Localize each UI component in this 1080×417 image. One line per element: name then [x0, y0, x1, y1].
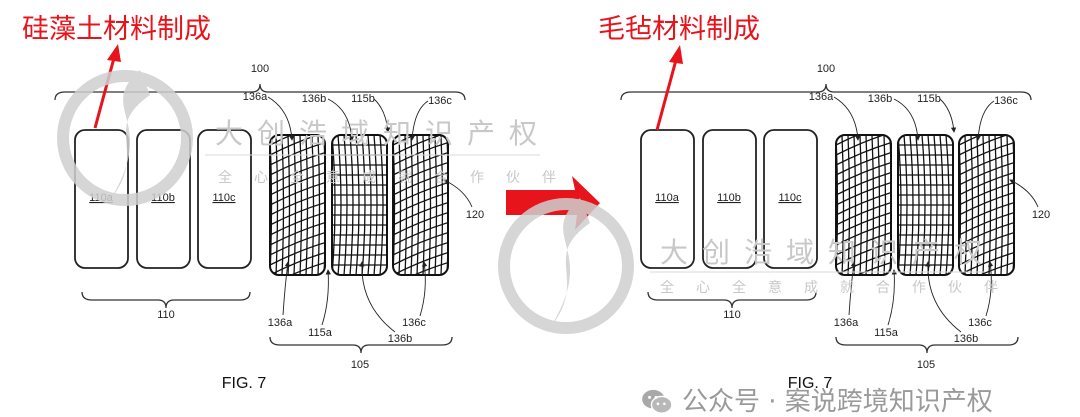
leader-line	[975, 100, 995, 141]
pad-label: 110a	[655, 192, 680, 204]
pad-label: 110c	[212, 192, 236, 204]
leader-line	[848, 261, 857, 316]
ref-110: 110	[157, 309, 175, 321]
watermark-slogan: 全心全意成就合作伙伴	[660, 279, 1020, 296]
watermark-company: 大创浩域知识产权	[660, 236, 996, 269]
bottom-ref-label: 136c	[968, 317, 992, 329]
annotation-arrowhead-left	[107, 44, 121, 62]
brace-110	[647, 291, 817, 309]
figure-caption: FIG. 7	[788, 375, 833, 392]
pad-c	[197, 129, 252, 269]
electrode-panel	[269, 134, 326, 276]
top-ref-label: 136a	[809, 91, 834, 103]
pad-c	[763, 129, 818, 269]
bottom-ref-label: 136b	[388, 333, 412, 345]
wechat-icon	[640, 389, 674, 415]
watermark-logo-icon	[57, 70, 193, 206]
leader-line	[833, 96, 861, 141]
annotation-arrowhead-right	[669, 45, 683, 64]
brace-100	[54, 83, 466, 101]
leader-line	[327, 98, 355, 141]
top-ref-label: 136a	[243, 91, 268, 103]
electrode-panel	[835, 134, 892, 276]
electrode-mesh	[898, 135, 953, 275]
figure-caption: FIG. 7	[222, 375, 267, 392]
leader-line	[443, 179, 473, 208]
wechat-account-footer: 公众号 · 案说跨境知识产权	[640, 389, 993, 415]
watermark-slogan: 全心全意成就合作伙伴	[218, 169, 578, 186]
top-ref-label: 136b	[868, 93, 892, 105]
watermark-logo-icon	[498, 198, 634, 334]
leader-line	[893, 98, 921, 141]
electrode-mesh	[332, 135, 387, 275]
pad-label: 110b	[717, 192, 741, 204]
ref-100: 100	[251, 63, 269, 75]
bottom-ref-label: 136a	[268, 317, 293, 329]
top-ref-label: 115b	[917, 93, 941, 105]
brace-105	[835, 336, 1019, 354]
annotation-diatomite: 硅藻土材料制成	[22, 14, 211, 45]
leader-line	[282, 261, 291, 316]
leader-line	[321, 269, 331, 326]
bottom-ref-label: 115a	[308, 327, 333, 339]
pad-b	[702, 129, 757, 269]
brace-110	[81, 291, 251, 309]
bottom-ref-label: 136a	[834, 317, 859, 329]
top-ref-label: 136b	[302, 93, 326, 105]
electrode-panel	[958, 134, 1015, 276]
bottom-ref-label: 136b	[954, 333, 978, 345]
leader-line	[939, 98, 957, 133]
top-ref-label: 136c	[428, 95, 452, 107]
brace-100	[620, 83, 1032, 101]
electrode-panel	[897, 134, 954, 276]
annotation-arrow-right	[655, 59, 678, 131]
top-ref-label: 136c	[994, 95, 1018, 107]
pad-label: 110c	[778, 192, 802, 204]
leader-line	[359, 261, 396, 333]
ref-120: 120	[466, 209, 484, 221]
leader-line	[925, 261, 962, 333]
annotation-arrow-left	[93, 57, 116, 129]
leader-line	[985, 261, 994, 317]
leader-line	[409, 100, 429, 141]
electrode-mesh	[393, 135, 448, 275]
leader-line	[373, 98, 391, 133]
leader-line	[267, 96, 295, 141]
ref-100: 100	[817, 63, 835, 75]
annotation-felt: 毛毡材料制成	[598, 14, 760, 45]
watermark-company: 大创浩域知识产权	[215, 117, 551, 150]
leader-line	[419, 261, 428, 317]
pad-a	[640, 129, 695, 269]
top-ref-label: 115b	[351, 93, 375, 105]
ref-110: 110	[723, 309, 741, 321]
ref-120: 120	[1032, 209, 1050, 221]
ref-105: 105	[917, 359, 935, 371]
electrode-panel	[331, 134, 388, 276]
wechat-account-name: 公众号 · 案说跨境知识产权	[682, 387, 993, 417]
ref-105: 105	[351, 359, 369, 371]
leader-line	[1009, 179, 1039, 208]
bottom-ref-label: 136c	[402, 317, 426, 329]
bottom-ref-label: 115a	[874, 327, 899, 339]
electrode-panel	[392, 134, 449, 276]
leader-line	[887, 269, 897, 326]
brace-105	[269, 336, 453, 354]
